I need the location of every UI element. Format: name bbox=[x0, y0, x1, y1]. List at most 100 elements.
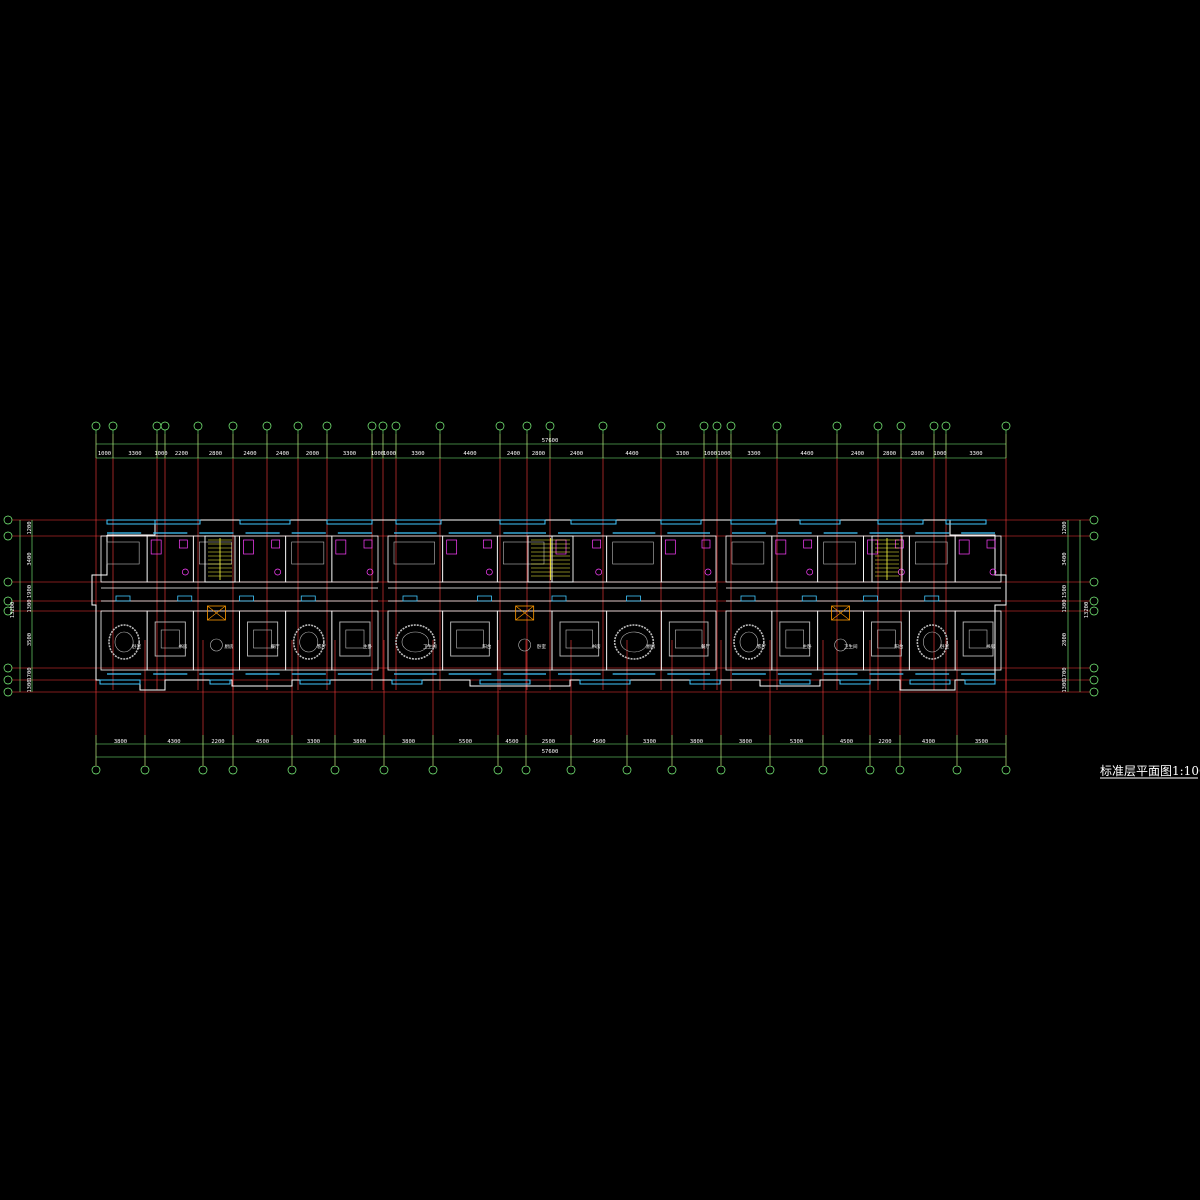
top-segment-dimension: 1000 bbox=[98, 451, 111, 457]
top-axis-bubble bbox=[522, 421, 532, 431]
top-segment-dimension: 3300 bbox=[343, 451, 356, 457]
south-room bbox=[331, 610, 379, 671]
toilet-fixture bbox=[485, 568, 493, 576]
left-axis-bubble bbox=[3, 663, 13, 673]
room-label: 阳台 bbox=[482, 643, 491, 650]
top-axis-bubble bbox=[598, 421, 608, 431]
corridor-door-marker bbox=[801, 595, 817, 602]
room-label: 主卧 bbox=[363, 643, 372, 650]
bottom-segment-dimension: 4300 bbox=[922, 739, 935, 745]
left-total-dimension: 13200 bbox=[10, 602, 16, 619]
round-bed-inner bbox=[299, 631, 319, 653]
top-axis-bubble bbox=[772, 421, 782, 431]
sofa-set-furniture bbox=[962, 621, 994, 657]
corridor-door-marker bbox=[924, 595, 940, 602]
round-bed-inner bbox=[401, 631, 429, 653]
room-label: 卧室 bbox=[132, 643, 141, 650]
top-axis-bubble bbox=[896, 421, 906, 431]
room-label: 卫生间 bbox=[423, 643, 437, 650]
top-segment-dimension: 2800 bbox=[209, 451, 222, 457]
coffee-table-furniture bbox=[968, 629, 988, 649]
south-balcony-window bbox=[964, 679, 996, 685]
bottom-axis-bubble bbox=[818, 765, 828, 775]
sofa-set-furniture bbox=[450, 621, 490, 657]
bottom-segment-dimension: 3500 bbox=[975, 739, 988, 745]
coffee-table-furniture bbox=[565, 629, 593, 649]
coffee-table-furniture bbox=[345, 629, 365, 649]
top-axis-bubble bbox=[391, 421, 401, 431]
room-label: 客厅 bbox=[757, 643, 766, 650]
room-label: 餐厅 bbox=[271, 643, 280, 650]
balcony-window bbox=[239, 519, 291, 525]
round-bed-inner bbox=[620, 631, 648, 653]
right-axis-bubble bbox=[1089, 663, 1099, 673]
bathroom-fixture bbox=[243, 539, 254, 555]
balcony-window bbox=[730, 519, 777, 525]
top-axis-bubble bbox=[495, 421, 505, 431]
bottom-segment-dimension: 4500 bbox=[840, 739, 853, 745]
bed-furniture bbox=[291, 541, 325, 565]
bed-furniture bbox=[731, 541, 765, 565]
left-segment-dimension: 3400 bbox=[27, 552, 33, 565]
left-axis-bubble bbox=[3, 515, 13, 525]
right-segment-dimension: 2800 bbox=[1062, 633, 1068, 646]
bottom-axis-bubble bbox=[521, 765, 531, 775]
right-axis-bubble bbox=[1089, 596, 1099, 606]
bottom-axis-bubble bbox=[566, 765, 576, 775]
building-plan-layer: 卧室书房厨房餐厅客厅主卧卫生间阳台卧室书房厨房餐厅客厅主卧卫生间阳台卧室书房 bbox=[91, 519, 1007, 691]
right-segment-dimension: 3400 bbox=[1062, 552, 1068, 565]
bottom-axis-bubble bbox=[287, 765, 297, 775]
toilet-fixture bbox=[704, 568, 712, 576]
top-overall-dimension: 57600 bbox=[542, 438, 559, 444]
bottom-axis-bubble bbox=[1001, 765, 1011, 775]
bottom-segment-dimension: 5300 bbox=[790, 739, 803, 745]
dining-table bbox=[834, 638, 847, 652]
room-label: 书房 bbox=[592, 643, 601, 650]
right-axis-bubble bbox=[1089, 675, 1099, 685]
top-segment-dimension: 1000 bbox=[933, 451, 946, 457]
balcony-window bbox=[799, 519, 841, 525]
stair-core bbox=[527, 535, 574, 583]
top-axis-bubble bbox=[832, 421, 842, 431]
south-balcony-window bbox=[99, 679, 141, 685]
bottom-segment-dimension: 3800 bbox=[353, 739, 366, 745]
right-segment-dimension: 1500 bbox=[1062, 585, 1068, 598]
toilet-fixture bbox=[274, 568, 282, 576]
room-label: 卧室 bbox=[940, 643, 949, 650]
bed-furniture bbox=[823, 541, 856, 565]
south-balcony-window bbox=[779, 679, 811, 685]
right-segment-dimension: 1700 bbox=[1062, 667, 1068, 680]
top-segment-dimension: 1000 bbox=[371, 451, 384, 457]
drawing-title: 标准层平面图1:100 bbox=[1100, 764, 1200, 778]
top-axis-bubble bbox=[293, 421, 303, 431]
sink-fixture bbox=[482, 539, 492, 549]
top-segment-dimension: 2400 bbox=[507, 451, 520, 457]
bathroom-fixture bbox=[150, 539, 162, 555]
sink-fixture bbox=[701, 539, 711, 549]
corridor-door-marker bbox=[115, 595, 131, 602]
sink-fixture bbox=[592, 539, 602, 549]
bottom-axis-bubble bbox=[865, 765, 875, 775]
bed-furniture bbox=[393, 541, 435, 565]
right-axis-bubble bbox=[1089, 577, 1099, 587]
top-axis-bubble bbox=[712, 421, 722, 431]
top-segment-dimension: 1000 bbox=[704, 451, 717, 457]
corridor-door-marker bbox=[477, 595, 492, 602]
room-label: 餐厅 bbox=[701, 643, 710, 650]
bottom-overall-dimension: 57600 bbox=[542, 749, 559, 755]
sink-fixture bbox=[986, 539, 996, 549]
right-segment-dimension: 1300 bbox=[1062, 679, 1068, 692]
sofa-set-furniture bbox=[154, 621, 186, 657]
round-bed-furniture bbox=[395, 624, 436, 660]
bottom-segment-dimension: 4500 bbox=[505, 739, 518, 745]
bottom-segment-dimension: 3300 bbox=[643, 739, 656, 745]
corridor-door-marker bbox=[740, 595, 756, 602]
sofa-set-furniture bbox=[559, 621, 600, 657]
top-axis-bubble bbox=[1001, 421, 1011, 431]
top-axis-bubble bbox=[726, 421, 736, 431]
top-axis-bubble bbox=[262, 421, 272, 431]
corridor-door-marker bbox=[402, 595, 418, 602]
room-label: 书房 bbox=[178, 643, 187, 650]
bottom-axis-bubble bbox=[667, 765, 677, 775]
toilet-fixture bbox=[806, 568, 814, 576]
